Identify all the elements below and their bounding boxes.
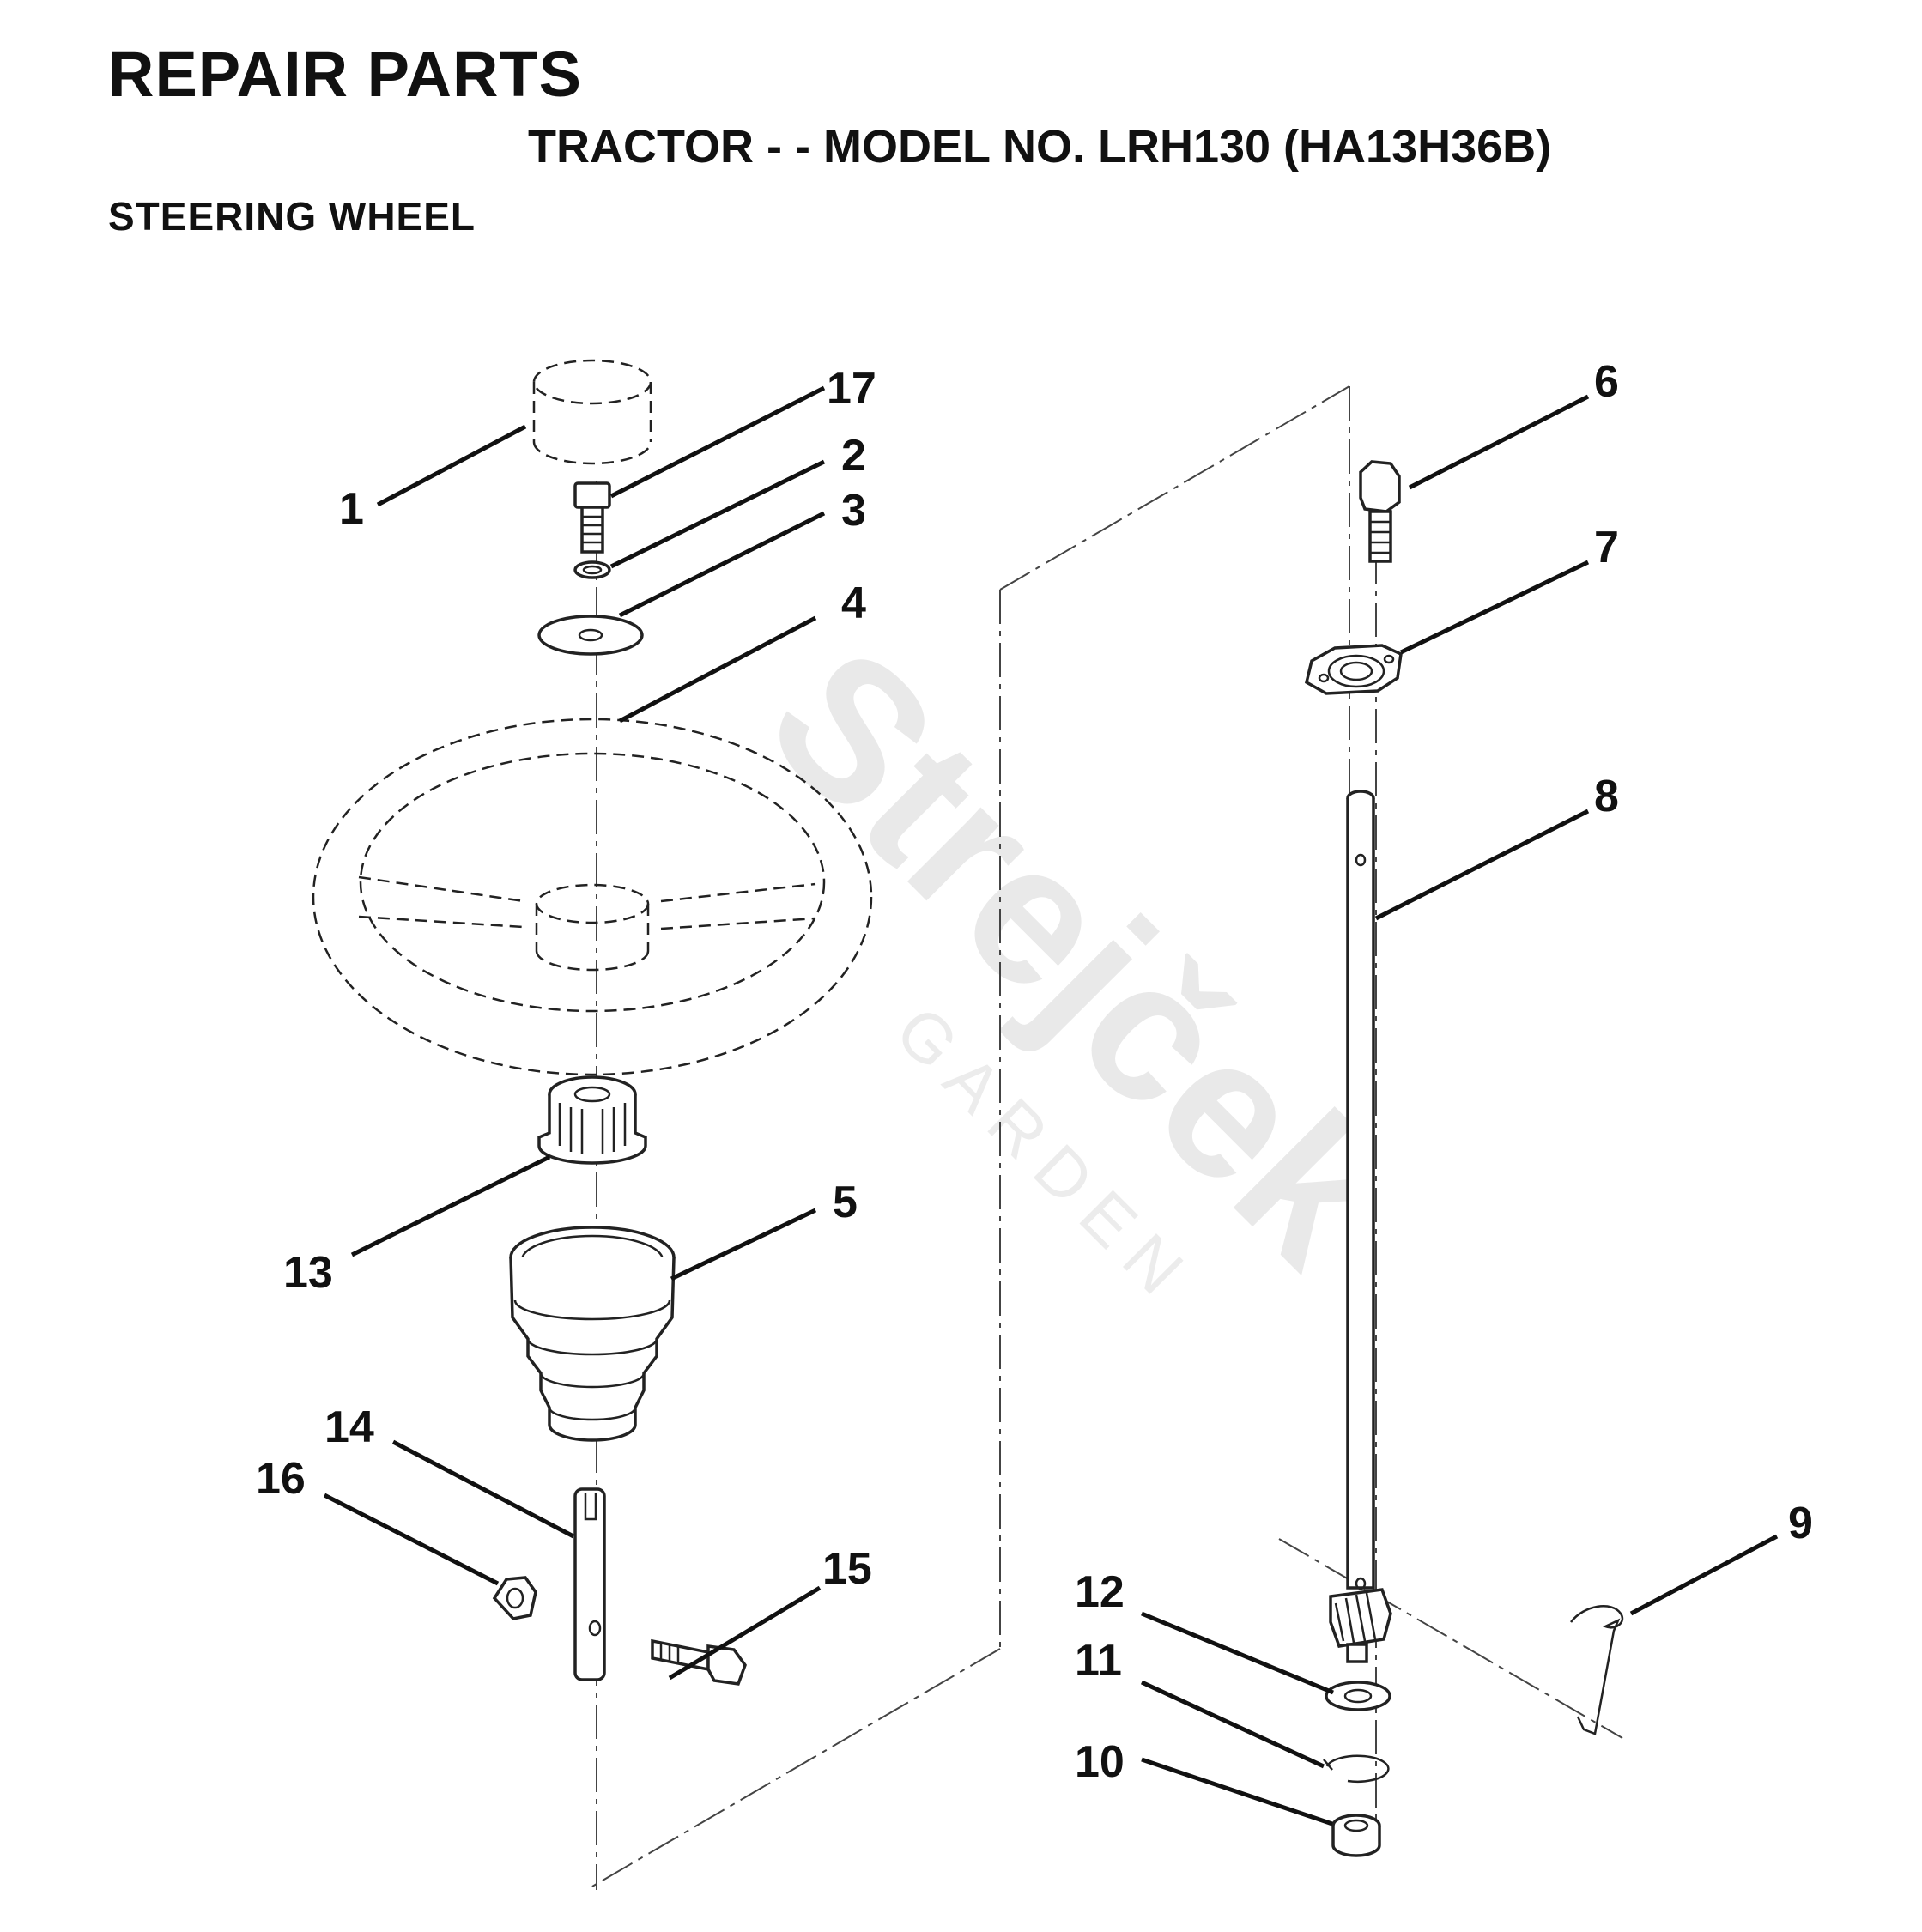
callout-6: 6: [1594, 357, 1619, 407]
callout-10: 10: [1075, 1737, 1125, 1787]
part-2-lock-washer: [573, 560, 611, 579]
part-13-bushing-adapter: [537, 1075, 647, 1165]
part-16-nut: [492, 1576, 537, 1620]
leader-lines: [323, 385, 1779, 1826]
callout-labels: 1 17 2 3 4 13 5 14 16 15 6 7 8 9 12 11 1…: [256, 357, 1813, 1787]
callout-15: 15: [822, 1544, 872, 1594]
page-title: REPAIR PARTS: [108, 39, 582, 110]
callout-14: 14: [324, 1402, 374, 1452]
model-subtitle: TRACTOR - - MODEL NO. LRH130 (HA13H36B): [528, 121, 1552, 173]
part-7-flange-bearing: [1304, 644, 1403, 695]
part-6-bolt: [1359, 460, 1401, 563]
part-9-clip: [1570, 1605, 1624, 1735]
part-4-steering-wheel: [312, 718, 873, 1076]
part-12-washer: [1325, 1681, 1391, 1711]
callout-8: 8: [1594, 772, 1619, 821]
part-15-bolt: [651, 1638, 747, 1686]
callout-11: 11: [1075, 1636, 1122, 1686]
callout-13: 13: [283, 1248, 333, 1298]
callout-16: 16: [256, 1454, 306, 1504]
part-11-retaining-ring: [1323, 1754, 1390, 1784]
part-3-flat-washer: [537, 615, 644, 656]
watermark: Strejček GARDEN: [728, 606, 1428, 1319]
section-title: STEERING WHEEL: [108, 194, 476, 239]
part-5-steering-boot: [509, 1226, 676, 1442]
callout-3: 3: [841, 486, 866, 536]
callout-12: 12: [1075, 1567, 1125, 1617]
callout-7: 7: [1594, 523, 1619, 572]
callout-4: 4: [841, 578, 866, 628]
callout-5: 5: [833, 1178, 858, 1227]
part-8-steering-shaft: [1329, 790, 1392, 1663]
callout-9: 9: [1788, 1499, 1813, 1548]
part-14-lower-shaft: [573, 1487, 606, 1681]
part-17-bolt: [573, 481, 611, 554]
callout-2: 2: [841, 431, 866, 481]
callout-1: 1: [339, 484, 364, 534]
part-10-bushing: [1331, 1814, 1381, 1857]
callout-17: 17: [827, 364, 876, 414]
part-1-cap: [532, 359, 652, 465]
